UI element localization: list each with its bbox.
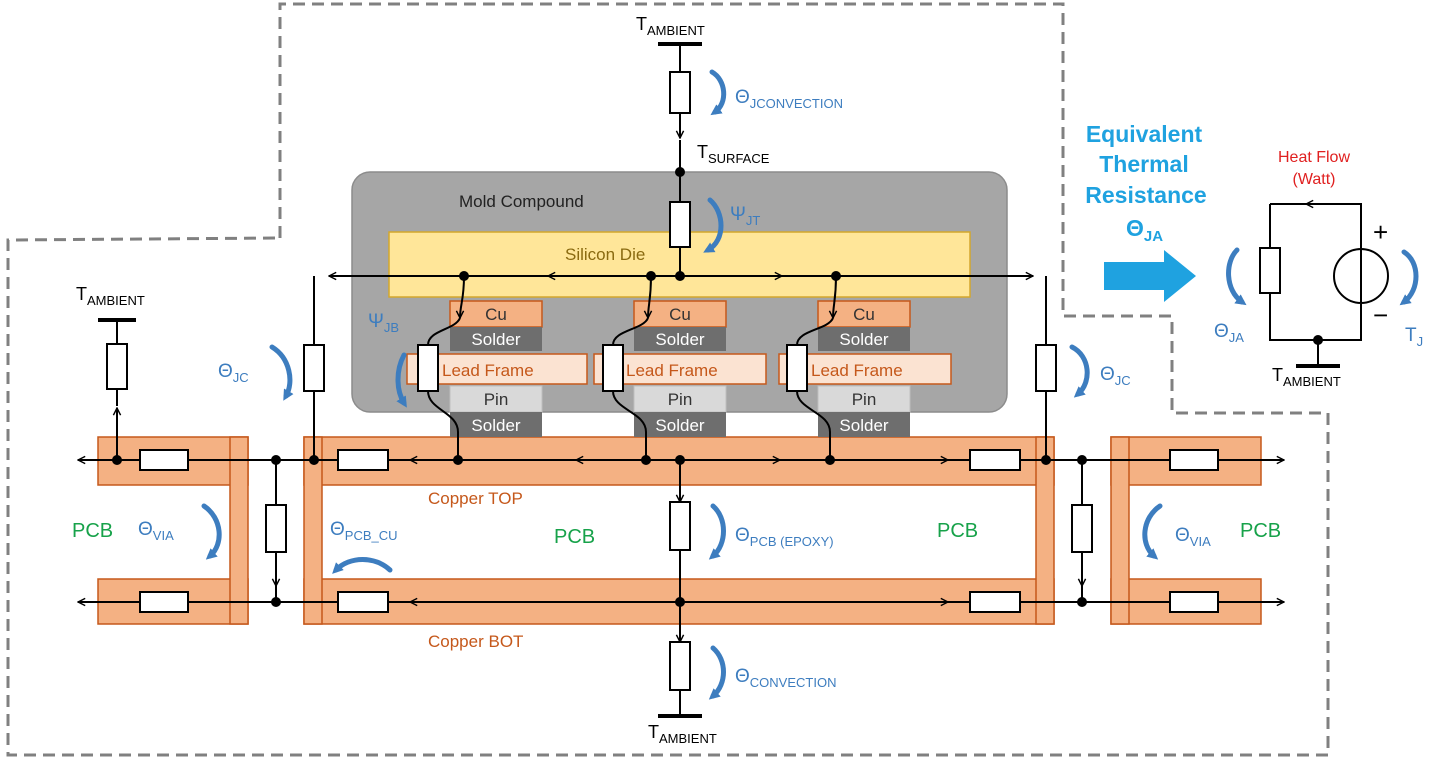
resistor-ja [1259,247,1281,294]
equivalent-title-line2: Thermal [1099,151,1188,177]
curve-arrow-icon [1399,249,1419,306]
t-surface-label: TSURFACE [697,142,770,166]
equivalent-arrow-icon [1104,250,1196,302]
curve-arrow-icon [703,197,724,253]
copper-left-via [229,436,249,625]
resistor-convection [669,641,691,691]
theta-jc-right-label: ΘJC [1100,364,1131,388]
curve-arrow-icon [201,503,222,560]
lead-frame-label: Lead Frame [626,361,718,380]
solder-label: Solder [839,416,888,435]
resistor-pcb-epoxy [669,501,691,551]
theta-via-right-label: ΘVIA [1175,525,1211,549]
equivalent-title-line1: Equivalent [1086,121,1203,147]
pcb-label-left: PCB [72,520,113,542]
heat-flow-line1: Heat Flow [1278,149,1350,166]
resistor-jconvection [669,71,691,114]
lead-frame-label: Lead Frame [811,361,903,380]
t-ambient-left-label: TAMBIENT [76,284,145,308]
heat-flow-line2: (Watt) [1293,171,1336,188]
pin-label: Pin [668,390,693,409]
system-boundary-outline [6,2,1330,757]
curve-arrow-icon [708,503,726,560]
thermal-flow-arrows [201,69,1419,700]
psi-jt-label: ΨJT [730,204,760,228]
copper-top-label: Copper TOP [428,489,523,508]
curve-arrow-icon [1142,503,1163,560]
curve-arrow-icon [709,69,727,116]
equivalent-theta-ja: ΘJA [1126,215,1163,245]
theta-jconvection-label: ΘJCONVECTION [735,87,843,111]
t-ambient-bottom-label: TAMBIENT [648,722,717,746]
resistor-jc-right [1035,344,1057,392]
solder-label: Solder [655,416,704,435]
solder-label: Solder [471,416,520,435]
cu-label: Cu [853,305,875,324]
pin-label: Pin [484,390,509,409]
thermal-network-wires [78,44,1284,716]
solder-label: Solder [655,330,704,349]
resistor-ambient-left [106,343,128,390]
resistor-jb-3 [786,344,808,392]
theta-jc-left-label: ΘJC [218,361,249,385]
curve-arrow-icon [269,344,294,401]
resistor-pcb-bot-2 [337,591,389,613]
resistor-jb-2 [602,344,624,392]
theta-pcb-cu-label: ΘPCB_CU [330,519,398,543]
plus-sign: + [1373,217,1388,247]
curve-arrow-icon [1226,247,1247,306]
resistor-via-left [265,504,287,553]
thermal-resistors [106,71,1219,691]
resistor-jb-1 [417,344,439,392]
pcb-label-right-inner: PCB [937,520,978,542]
lead-frame-label: Lead Frame [442,361,534,380]
copper-main-via-left [303,436,323,625]
resistor-pcb-top-left [139,449,189,471]
silicon-die-label: Silicon Die [565,245,645,264]
curve-arrow-icon [395,352,407,408]
resistor-pcb-bot-3 [969,591,1021,613]
pin-label: Pin [852,390,877,409]
resistor-pcb-bot-left [139,591,189,613]
t-ambient-top-label: TAMBIENT [636,14,705,38]
copper-bot-label: Copper BOT [428,632,523,651]
t-j-label: TJ [1405,325,1423,349]
solder-label: Solder [839,330,888,349]
theta-via-left-label: ΘVIA [138,519,174,543]
copper-main-via-right [1035,436,1055,625]
curve-arrow-icon [1069,344,1090,398]
junction-nodes [112,167,1087,607]
equivalent-circuit: + − [1259,204,1389,366]
theta-pcb-epoxy-label: ΘPCB (EPOXY) [735,525,834,549]
resistor-via-right [1071,504,1093,553]
pcb-label-right-outer: PCB [1240,520,1281,542]
theta-convection-label: ΘCONVECTION [735,666,836,690]
resistor-pcb-top-2 [337,449,389,471]
minus-sign: − [1373,300,1388,330]
psi-jb-label: ΨJB [368,311,399,335]
cu-label: Cu [485,305,507,324]
resistor-pcb-top-3 [969,449,1021,471]
pcb-label-center: PCB [554,526,595,548]
curve-arrow-icon [708,645,726,700]
curve-arrow-icon [332,557,393,574]
resistor-pcb-top-right [1169,449,1219,471]
mold-compound-label: Mold Compound [459,192,584,211]
solder-label: Solder [471,330,520,349]
equivalent-title-line3: Resistance [1085,182,1206,208]
resistor-jc-left [303,344,325,392]
theta-ja-label: ΘJA [1214,321,1244,345]
t-ambient-equivalent-label: TAMBIENT [1272,365,1341,389]
resistor-pcb-bot-right [1169,591,1219,613]
resistor-jt [669,201,691,248]
copper-right-via [1110,436,1130,625]
cu-label: Cu [669,305,691,324]
package-stack-1: Cu Solder Lead Frame Pin Solder [406,300,588,437]
